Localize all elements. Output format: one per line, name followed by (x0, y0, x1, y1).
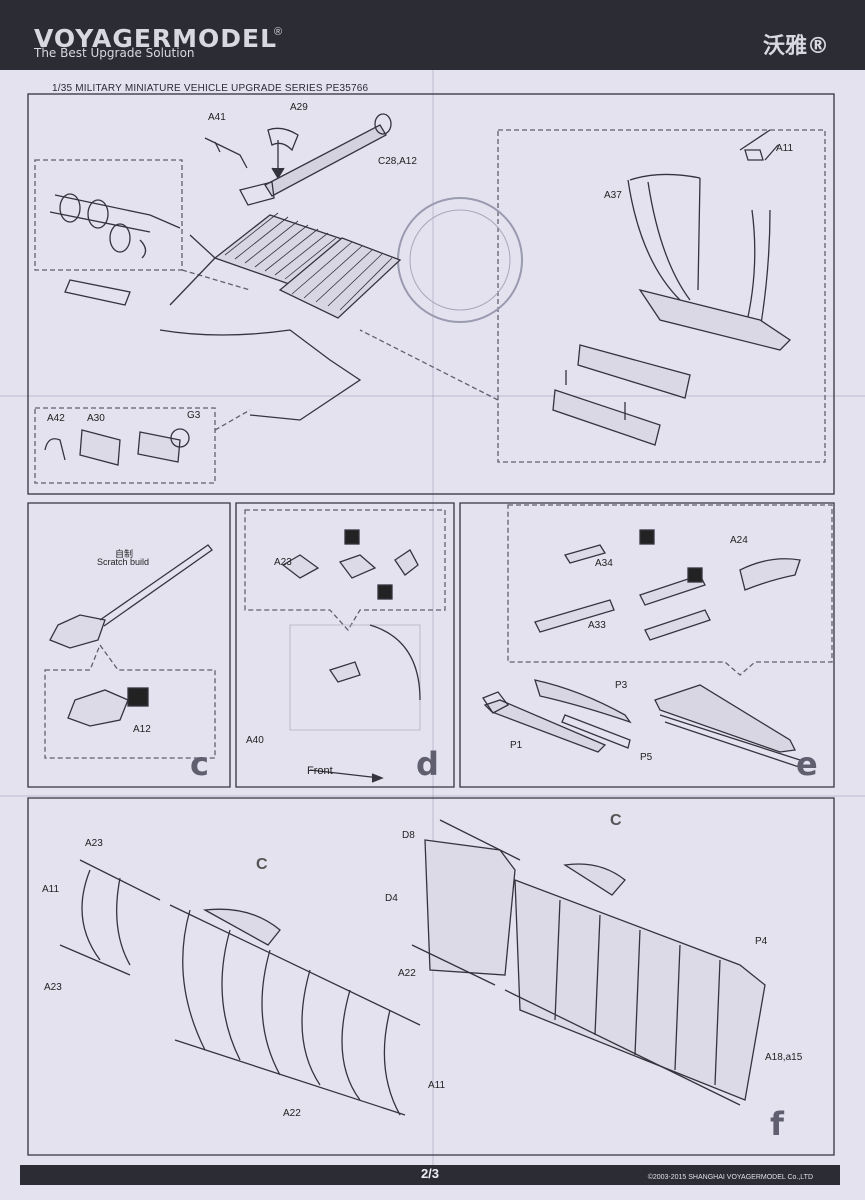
label-e-p3: P3 (615, 680, 628, 691)
label-e-p1: P1 (510, 740, 523, 751)
label-e-a24: A24 (730, 535, 748, 546)
label-f-a23-top: A23 (85, 838, 103, 849)
label-a29: A29 (290, 102, 308, 113)
label-a11: A11 (776, 143, 794, 154)
copyright: ©2003-2015 SHANGHAI VOYAGERMODEL Co.,LTD (647, 1174, 813, 1181)
label-a37: A37 (604, 190, 622, 201)
label-e-a33: A33 (588, 620, 606, 631)
label-f-c-left: C (256, 856, 268, 873)
brand-chinese: 沃雅® (762, 34, 829, 59)
fold-line-vertical (432, 70, 434, 1165)
page-number: 2/3 (420, 1166, 440, 1181)
panel-letter-d: d (416, 745, 439, 783)
label-d-a23: A23 (274, 557, 292, 568)
label-a30: A30 (87, 413, 105, 424)
panel-letter-f: f (770, 1105, 784, 1143)
series-title: 1/35 MILITARY MINIATURE VEHICLE UPGRADE … (52, 83, 369, 94)
label-f-d8: D8 (402, 830, 415, 841)
registered-mark: ® (274, 26, 283, 38)
label-f-a11-left: A11 (42, 884, 60, 895)
brand-name: VOYAGERMODEL (34, 24, 278, 53)
label-d-a40: A40 (246, 735, 264, 746)
label-c-a12: A12 (133, 724, 151, 735)
footer-bar (20, 1165, 840, 1185)
label-f-a22-top: A22 (398, 968, 416, 979)
label-f-a22-bottom: A22 (283, 1108, 301, 1119)
brand-slogan: The Best Upgrade Solution (34, 46, 195, 60)
scratch-build-label: Scratch build (97, 557, 150, 567)
label-f-a11-right: A11 (428, 1080, 446, 1091)
label-f-a18-a15: A18,a15 (765, 1052, 803, 1063)
front-label: Front (307, 765, 333, 777)
label-f-c-right: C (610, 812, 622, 829)
top-panel-frame (27, 93, 835, 495)
label-g3: G3 (187, 410, 201, 421)
scratch-build-cn: 自制 (115, 549, 134, 559)
label-e-p5: P5 (640, 752, 653, 763)
panel-letter-e: e (796, 745, 818, 783)
fold-line-horizontal-1 (0, 395, 865, 397)
panel-letter-c: c (190, 745, 209, 783)
label-e-a34: A34 (595, 558, 613, 569)
label-a41: A41 (208, 112, 226, 123)
fold-line-horizontal-2 (0, 795, 865, 797)
label-f-d4: D4 (385, 893, 398, 904)
label-a42: A42 (47, 413, 65, 424)
label-f-p4: P4 (755, 936, 768, 947)
label-c28-a12: C28,A12 (378, 156, 417, 167)
header-bar: VOYAGERMODEL The Best Upgrade Solution 沃… (0, 0, 865, 70)
label-f-a23-bottom: A23 (44, 982, 62, 993)
